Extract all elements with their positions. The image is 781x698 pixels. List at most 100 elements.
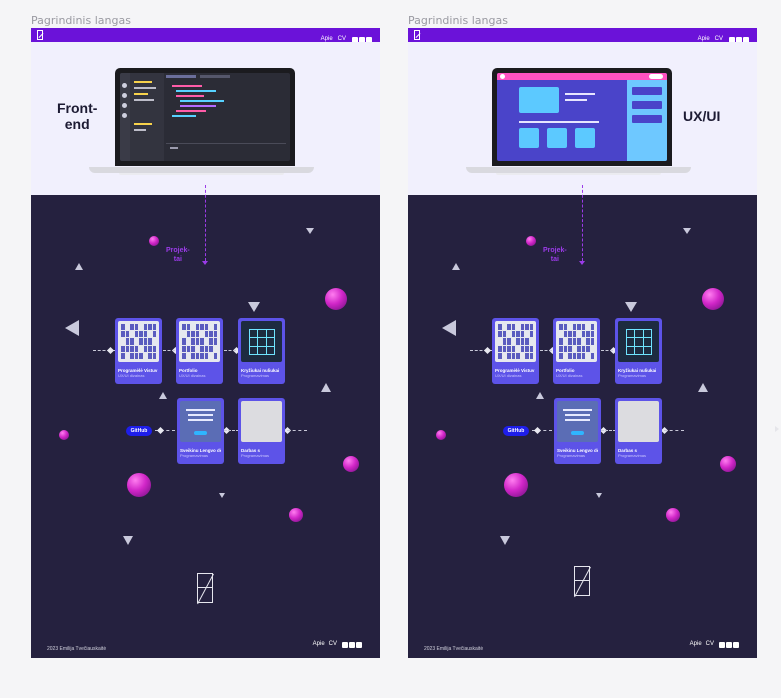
sphere-decoration [325, 288, 347, 310]
sphere-decoration [289, 508, 303, 522]
triangle-decoration [123, 536, 133, 545]
footer-link-about[interactable]: Apie [689, 641, 702, 647]
project-thumbnail [179, 321, 220, 362]
logo-icon[interactable] [414, 30, 420, 40]
chevron-right-icon[interactable] [775, 426, 779, 432]
github-button[interactable]: GitHub [503, 426, 529, 436]
triangle-decoration [596, 493, 602, 498]
project-card[interactable]: Portfolio UX/UI dizainas [176, 318, 223, 384]
frame-label-front-end: Pagrindinis langas [31, 14, 131, 27]
card-subtitle: Programavimas [618, 373, 647, 378]
card-title: Sveikinu Lengvo dėjo [557, 448, 598, 453]
card-title: Portfolio [556, 368, 575, 373]
linkedin-icon[interactable] [349, 642, 355, 648]
nav-links: Apie CV [698, 30, 749, 48]
card-title: Portfolio [179, 368, 198, 373]
sphere-decoration [149, 236, 159, 246]
project-thumbnail [557, 401, 598, 442]
footer-links: Apie CV [690, 635, 739, 653]
sphere-decoration [526, 236, 536, 246]
triangle-decoration [452, 263, 460, 270]
project-card[interactable]: Kryžiukai nuliukai Programavimas [238, 318, 285, 384]
triangle-decoration [683, 228, 691, 234]
hero: UX/UI [408, 42, 757, 195]
project-card[interactable]: Programėlė Vistuv UX/UI dizainas [492, 318, 539, 384]
triangle-decoration [248, 302, 260, 312]
linkedin-icon[interactable] [726, 642, 732, 648]
project-card[interactable]: Kryžiukai nuliukai Programavimas [615, 318, 662, 384]
project-card[interactable]: Darbas s Programavimas [238, 398, 285, 464]
laptop-icon [115, 68, 295, 166]
triangle-decoration [65, 320, 79, 336]
navbar: Apie CV [31, 28, 380, 43]
copyright: 2023 Emilija Tvečiauskaitė [47, 646, 107, 652]
project-card[interactable]: Darbas s Programavimas [615, 398, 662, 464]
project-card[interactable]: Sveikinu Lengvo dėjo Programavimas [554, 398, 601, 464]
arrow-down-icon [579, 261, 585, 265]
projects-label[interactable]: Projek- tai [166, 247, 190, 263]
project-card[interactable]: Programėlė Vistuv UX/UI dizainas [115, 318, 162, 384]
facebook-icon[interactable] [733, 642, 739, 648]
code-editor-illustration [120, 73, 290, 161]
hero-title: Front- end [57, 100, 98, 132]
linkedin-icon[interactable] [736, 37, 742, 43]
sphere-decoration [720, 456, 736, 472]
triangle-decoration [698, 383, 708, 392]
project-card[interactable]: Sveikinu Lengvo dėjo Programavimas [177, 398, 224, 464]
connector-line [205, 185, 206, 261]
footer-link-cv[interactable]: CV [328, 641, 337, 647]
nav-link-cv[interactable]: CV [714, 36, 723, 42]
projects-label[interactable]: Projek- tai [543, 247, 567, 263]
card-subtitle: UX/UI dizainas [179, 373, 206, 378]
triangle-decoration [321, 383, 331, 392]
email-icon[interactable] [719, 642, 725, 648]
project-thumbnail [495, 321, 536, 362]
frame-label-ux-ui: Pagrindinis langas [408, 14, 508, 27]
facebook-icon[interactable] [743, 37, 749, 43]
laptop-icon [492, 68, 672, 166]
sphere-decoration [343, 456, 359, 472]
ui-design-illustration [497, 73, 667, 161]
nav-links: Apie CV [321, 30, 372, 48]
card-subtitle: Programavimas [241, 453, 270, 458]
email-icon[interactable] [352, 37, 358, 43]
nav-link-about[interactable]: Apie [697, 36, 710, 42]
card-subtitle: UX/UI dizainas [118, 373, 145, 378]
nav-link-about[interactable]: Apie [320, 36, 333, 42]
card-title: Darbas s [618, 448, 638, 453]
card-title: Kryžiukai nuliukai [618, 368, 657, 373]
facebook-icon[interactable] [356, 642, 362, 648]
card-subtitle: Programavimas [241, 373, 270, 378]
connector-line [582, 185, 583, 261]
project-thumbnail [241, 321, 282, 362]
copyright: 2023 Emilija Tvečiauskaitė [424, 646, 484, 652]
sphere-decoration [666, 508, 680, 522]
sphere-decoration [127, 473, 151, 497]
project-thumbnail [556, 321, 597, 362]
triangle-decoration [306, 228, 314, 234]
logo-icon [197, 573, 213, 603]
project-thumbnail [618, 321, 659, 362]
card-title: Sveikinu Lengvo dėjo [180, 448, 221, 453]
github-button[interactable]: GitHub [126, 426, 152, 436]
triangle-decoration [159, 392, 167, 399]
logo-icon [574, 566, 590, 596]
footer-link-about[interactable]: Apie [312, 641, 325, 647]
card-subtitle: Programavimas [618, 453, 647, 458]
card-subtitle: Programavimas [557, 453, 586, 458]
facebook-icon[interactable] [366, 37, 372, 43]
project-card[interactable]: Portfolio UX/UI dizainas [553, 318, 600, 384]
project-thumbnail [618, 401, 659, 442]
triangle-decoration [500, 536, 510, 545]
triangle-decoration [442, 320, 456, 336]
footer-link-cv[interactable]: CV [705, 641, 714, 647]
arrow-down-icon [202, 261, 208, 265]
email-icon[interactable] [729, 37, 735, 43]
email-icon[interactable] [342, 642, 348, 648]
hero: Front- end [31, 42, 380, 195]
logo-icon[interactable] [37, 30, 43, 40]
nav-link-cv[interactable]: CV [337, 36, 346, 42]
linkedin-icon[interactable] [359, 37, 365, 43]
sphere-decoration [436, 430, 446, 440]
project-thumbnail [118, 321, 159, 362]
